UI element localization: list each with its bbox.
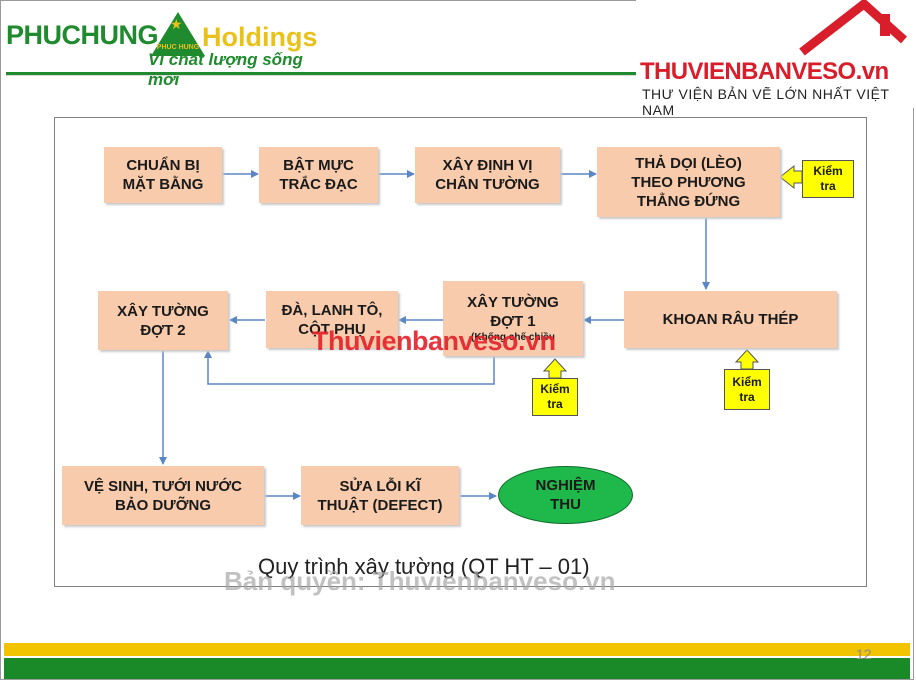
site-tagline: THƯ VIỆN BẢN VẼ LỚN NHẤT VIỆT NAM xyxy=(642,86,890,118)
brand-logo-label: PHUC HUNG xyxy=(156,44,200,51)
check-tag-plumb: Kiểm tra xyxy=(802,160,854,198)
step-build-wall-phase2: XÂY TƯỜNG ĐỢT 2 xyxy=(98,291,228,350)
check-tag-wall-phase1: Kiểm tra xyxy=(532,378,578,416)
brand-slogan: Vì chất lượng sống mới xyxy=(148,50,303,89)
step-wall-positioning: XÂY ĐỊNH VỊ CHÂN TƯỜNG xyxy=(415,147,560,203)
footer-green-band xyxy=(4,658,910,679)
step-beam-lintel-column: ĐÀ, LANH TÔ, CỘT PHỤ xyxy=(266,291,398,348)
step-acceptance: NGHIỆM THU xyxy=(498,466,633,524)
header-rule xyxy=(6,72,636,75)
brand-name-part1: PHUCHUNG xyxy=(6,20,159,50)
step-clean-water-cure: VỆ SINH, TƯỚI NƯỚC BẢO DƯỠNG xyxy=(62,466,264,525)
diagram-caption: Quy trình xây tường (QT HT – 01) xyxy=(258,554,590,579)
step-prepare-site: CHUẨN BỊ MẶT BẰNG xyxy=(104,147,222,203)
brand-name-part2: Holdings xyxy=(202,22,318,52)
house-roof-icon xyxy=(799,0,908,56)
header-rule-shadow xyxy=(6,75,636,76)
step-survey-marking: BẬT MỰC TRẮC ĐẠC xyxy=(259,147,378,203)
phuchung-logo: PHUCHUNG ★ PHUC HUNG Holdings Vì chất lư… xyxy=(6,10,336,89)
page-number: 12 xyxy=(856,646,872,662)
step-fix-defects: SỬA LỖI KĨ THUẬT (DEFECT) xyxy=(301,466,459,525)
star-icon: ★ xyxy=(170,16,183,32)
footer-yellow-band xyxy=(4,643,910,656)
step-plumb-line: THẢ DỌI (LÈO) THEO PHƯƠNG THẲNG ĐỨNG xyxy=(597,147,780,217)
site-logo-text: THUVIENBANVESO.vn xyxy=(640,58,889,85)
thuvienbanveso-logo: THUVIENBANVESO.vn THƯ VIỆN BẢN VẼ LỚN NH… xyxy=(636,0,916,118)
step-build-wall-phase1: XÂY TƯỜNG ĐỢT 1 (Khống chế chiều xyxy=(443,281,583,356)
brand-triangle-icon xyxy=(151,12,205,56)
watermark-bottom: Bản quyền: Thuvienbanveso.vn xyxy=(224,566,616,596)
watermark-center: Thuvienbanveso.vn xyxy=(312,326,556,356)
check-tag-drill-rebar: Kiểm tra xyxy=(724,369,770,410)
step-drill-rebar: KHOAN RÂU THÉP xyxy=(624,291,837,348)
